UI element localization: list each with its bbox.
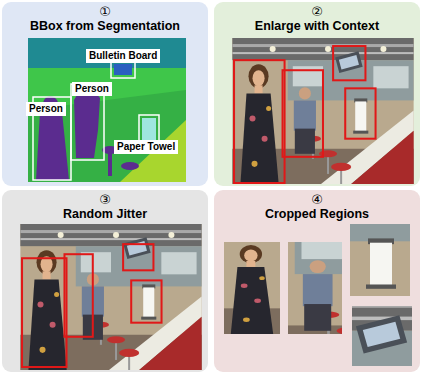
panel-number: ④ xyxy=(214,192,420,207)
object-label: Paper Towel xyxy=(117,141,175,153)
label-box: Person xyxy=(26,102,66,116)
panel-title: Random Jitter xyxy=(2,207,208,222)
object-label: Person xyxy=(29,103,63,115)
panel-title: BBox from Segmentation xyxy=(2,19,208,34)
panel-number: ① xyxy=(2,4,208,19)
panel-number: ③ xyxy=(2,192,208,207)
panel-title: Cropped Regions xyxy=(214,207,420,222)
label-box: Paper Towel xyxy=(114,140,178,154)
object-label: Person xyxy=(75,83,109,95)
label-box: Bulletin Board xyxy=(86,49,160,63)
panel-ground xyxy=(2,190,208,372)
label-box: Person xyxy=(72,82,112,96)
panel: ②Enlarge with Context xyxy=(214,2,420,186)
panel-ground xyxy=(214,2,420,186)
panel: ③Random Jitter xyxy=(2,190,208,372)
panel: ①BBox from SegmentationBulletin BoardPer… xyxy=(2,2,208,186)
panel: ④Cropped Regions xyxy=(214,190,420,372)
photo-context xyxy=(232,38,413,184)
cropped-regions xyxy=(126,152,422,375)
panel-number: ② xyxy=(214,4,420,19)
panel-ground xyxy=(2,2,208,186)
object-label: Bulletin Board xyxy=(89,50,157,62)
photo-jitter xyxy=(20,224,201,370)
segmentation-map xyxy=(28,38,186,182)
panel-title: Enlarge with Context xyxy=(214,19,420,34)
